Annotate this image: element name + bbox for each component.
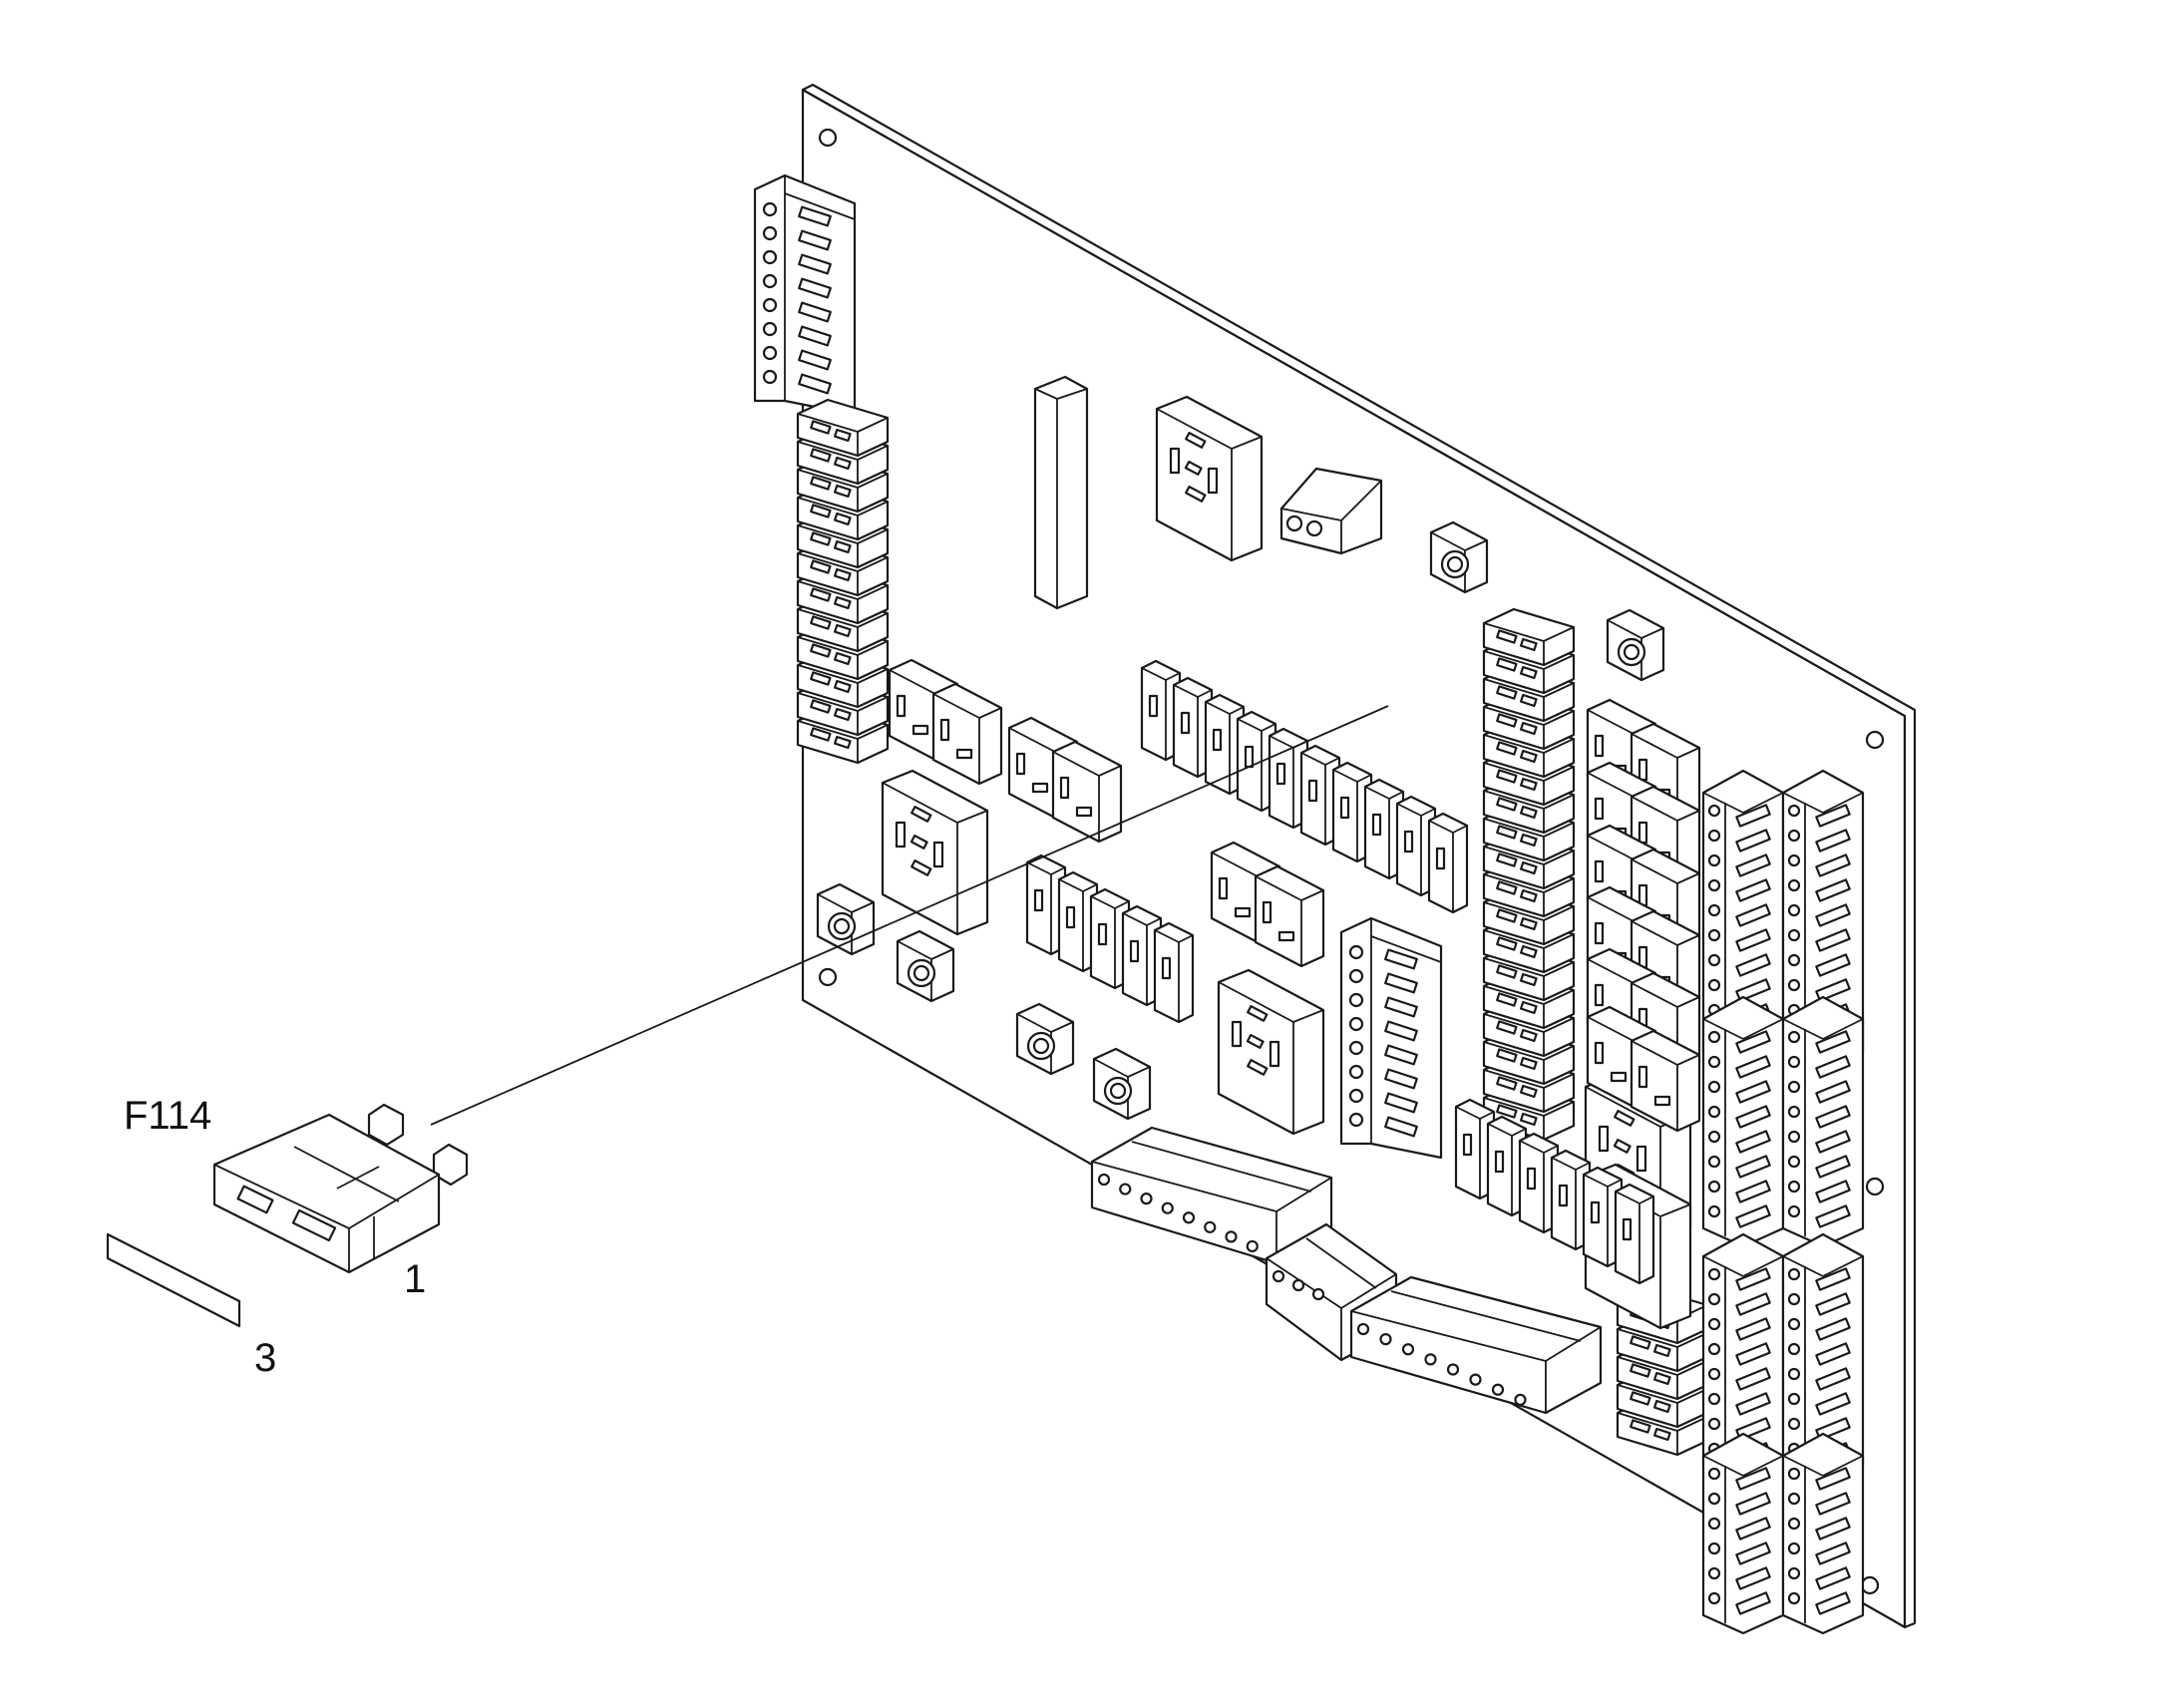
terminal-bank-3: [1701, 995, 1785, 1248]
item-number-label: 3: [254, 1336, 276, 1380]
terminal-bank-8: [1781, 1432, 1865, 1635]
relay-center: [1217, 968, 1325, 1136]
board-thickness: [801, 83, 1917, 1629]
relay-pair-2: [1007, 716, 1123, 844]
mounting-hole: [1865, 730, 1885, 750]
bolt-5: [1429, 520, 1489, 594]
terminal-bank-1: [1701, 769, 1785, 1072]
label-sticker: [106, 1232, 241, 1328]
terminal-bank-5: [1701, 1232, 1785, 1486]
mounting-hole: [818, 967, 838, 987]
connector-large-1: [1090, 1126, 1333, 1265]
terminal-bank-4: [1781, 995, 1865, 1248]
leader-line: [430, 705, 1389, 1126]
vertical-post: [1033, 375, 1089, 610]
two-pin-connector: [1279, 467, 1383, 555]
relay-pair-9: [1586, 1005, 1701, 1133]
blade-fuse[interactable]: [212, 1103, 469, 1274]
board-components: [753, 173, 1865, 1635]
relay-pair-1: [888, 658, 1003, 786]
relay-top: [1155, 395, 1264, 562]
bolt-4: [1092, 1047, 1152, 1121]
fuse-row-a: [1140, 659, 1469, 914]
fuse-row-b: [1025, 854, 1195, 1024]
bolt-2: [896, 929, 955, 1003]
fuse-stack-left: [796, 398, 890, 765]
bolt-6: [1606, 608, 1665, 682]
terminal-bank-7: [1701, 1432, 1785, 1635]
mounting-hole: [1865, 1177, 1885, 1196]
fuse-reference-label: F114: [124, 1094, 211, 1138]
fuse-stack-center: [1482, 607, 1576, 1142]
relay-pair-3: [1210, 841, 1325, 968]
bolt-3: [1015, 1002, 1075, 1076]
mounting-hole: [1860, 1575, 1880, 1595]
fuse-row-c: [1454, 1098, 1655, 1285]
terminal-block-center: [1339, 916, 1443, 1160]
connector-large-2: [1349, 1275, 1603, 1415]
terminal-block-top-left: [753, 173, 857, 417]
mounting-hole: [818, 128, 838, 148]
item-number-fuse: 1: [404, 1257, 426, 1301]
